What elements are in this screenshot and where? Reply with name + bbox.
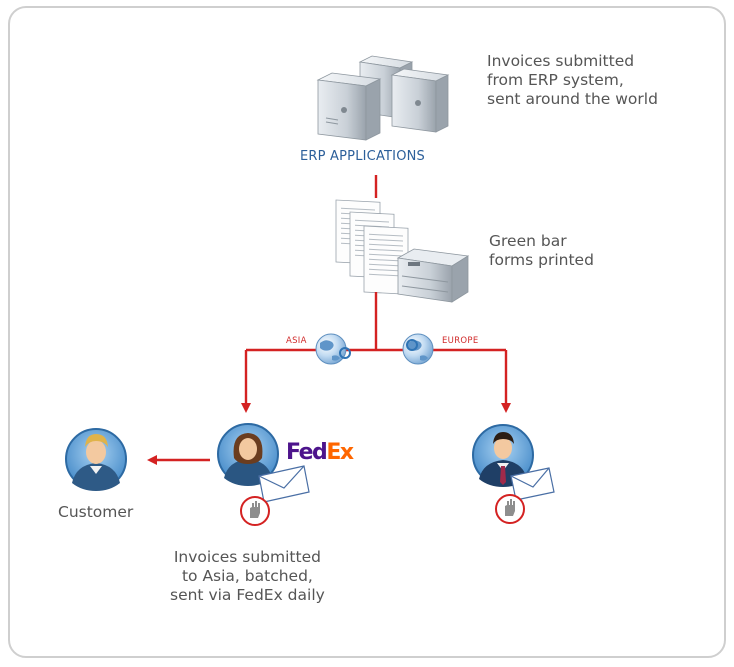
fedex-logo-part2: Ex — [326, 440, 354, 465]
asia-invoice-note: Invoices submitted to Asia, batched, sen… — [170, 548, 325, 604]
asia-label: ASIA — [286, 336, 307, 346]
stop-hand-icon — [240, 496, 270, 526]
globe-icon — [402, 333, 434, 365]
envelope-icon — [258, 465, 310, 503]
erp-note: Invoices submitted from ERP system, sent… — [487, 52, 658, 108]
fedex-logo-part1: Fed — [286, 440, 328, 465]
envelope-icon — [510, 467, 555, 501]
person-icon — [65, 428, 127, 491]
document-stack-icon — [335, 199, 409, 295]
globe-icon — [315, 333, 351, 365]
server-icon — [316, 55, 450, 141]
printer-icon — [396, 248, 470, 303]
routing-lines — [147, 292, 511, 465]
stop-hand-icon — [495, 494, 525, 524]
erp-applications-label: ERP APPLICATIONS — [300, 149, 426, 164]
europe-label: EUROPE — [442, 336, 479, 346]
fedex-logo: FedEx — [286, 440, 354, 465]
customer-label: Customer — [58, 503, 134, 521]
print-note: Green bar forms printed — [489, 232, 594, 269]
